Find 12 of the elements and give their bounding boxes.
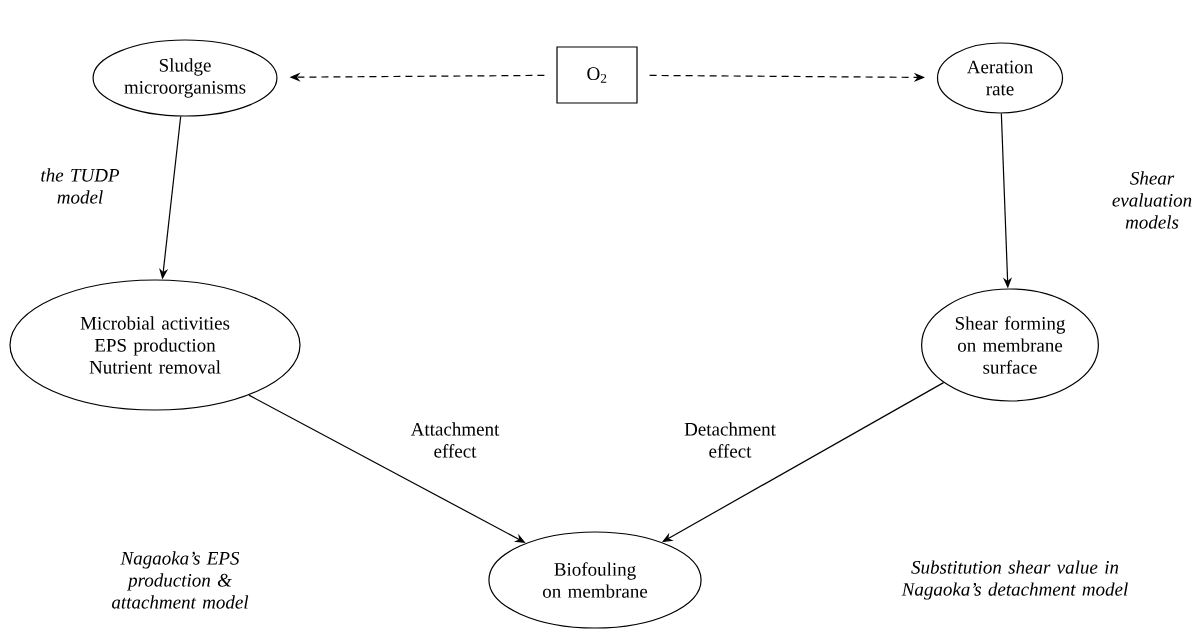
ellipse-node: Biofouling on membrane [488, 531, 702, 629]
ellipse-node: Sludge microorganisms [92, 39, 278, 117]
model-note: Substitution shear value in Nagaoka’s detachment model [901, 560, 1128, 600]
ellipse-node: Microbial activities EPS production Nutrient removal [9, 279, 301, 411]
edge-label: Attachment effect [410, 422, 500, 458]
model-note: Nagaoka’s EPS production & attachment model [111, 551, 249, 609]
model-note: the TUDP model [41, 168, 120, 204]
model-note: Shear evaluation models [1112, 171, 1192, 229]
ellipse-node: Shear forming on membrane surface [921, 288, 1099, 402]
oxygen-box: O$_{2}$ [556, 46, 638, 104]
ellipse-node: Aeration rate [936, 42, 1064, 114]
edge-label: Detachment effect [684, 422, 776, 458]
